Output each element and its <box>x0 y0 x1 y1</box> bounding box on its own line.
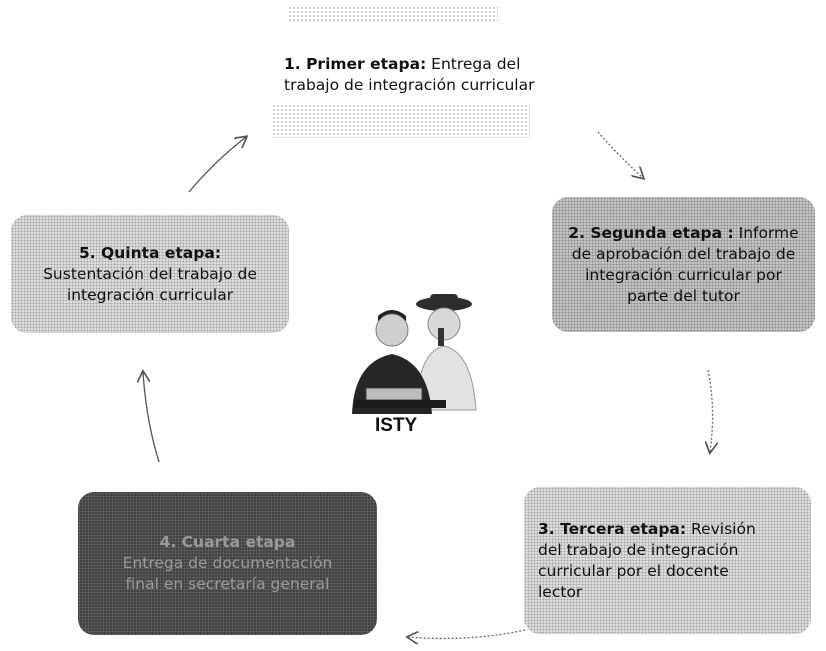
stage-2-line-2: de aprobación del trabajo de <box>571 244 796 263</box>
stage-3-line-3: curricular por el docente <box>538 561 729 580</box>
person-with-hat-icon <box>415 294 477 411</box>
stage-3-line-1: Revisión <box>691 519 756 538</box>
stage-4-title: 4. Cuarta etapa <box>159 533 296 551</box>
stage-2-line-4: parte del tutor <box>627 286 740 305</box>
stage-1-line-1: Entrega del <box>431 55 521 73</box>
stage-4-line-2: final en secretaría general <box>125 575 330 593</box>
scan-noise-top <box>288 6 498 22</box>
stage-2-line-3: integración curricular por <box>585 265 782 284</box>
arrow-5-to-1 <box>188 137 246 193</box>
stage-2-box: 2. Segunda etapa : Informe de aprobación… <box>552 197 815 332</box>
arrow-3-to-4 <box>408 629 526 638</box>
arrow-2-to-3 <box>708 369 713 452</box>
person-reading-icon <box>352 310 446 414</box>
stage-4-box: 4. Cuarta etapa Entrega de documentación… <box>78 492 377 635</box>
stage-5-line-2: integración curricular <box>66 285 234 304</box>
stage-1-box: 1. Primer etapa: Entrega del trabajo de … <box>262 52 584 98</box>
scan-noise-bottom <box>272 104 530 138</box>
stage-2-line-1: Informe <box>738 223 799 242</box>
stage-1-line-2: trabajo de integración curricular <box>284 76 535 94</box>
stage-4-line-1: Entrega de documentación <box>122 554 333 572</box>
stage-5-title: 5. Quinta etapa: <box>78 243 222 262</box>
students-illustration <box>352 294 477 414</box>
arrow-1-to-2 <box>597 131 643 178</box>
stage-5-line-1: Sustentación del trabajo de <box>43 264 257 283</box>
stage-3-title: 3. Tercera etapa: <box>538 519 687 538</box>
arrow-4-to-5 <box>143 372 160 463</box>
stage-1-title: 1. Primer etapa: <box>284 55 427 73</box>
stage-2-title: 2. Segunda etapa : <box>568 223 734 242</box>
stage-3-line-2: del trabajo de integración <box>538 540 739 559</box>
stage-3-box: 3. Tercera etapa: Revisión del trabajo d… <box>524 487 811 634</box>
center-caption: ISTY <box>375 415 418 436</box>
stage-5-box: 5. Quinta etapa: Sustentación del trabaj… <box>11 215 289 333</box>
stage-3-line-4: lector <box>538 582 583 601</box>
